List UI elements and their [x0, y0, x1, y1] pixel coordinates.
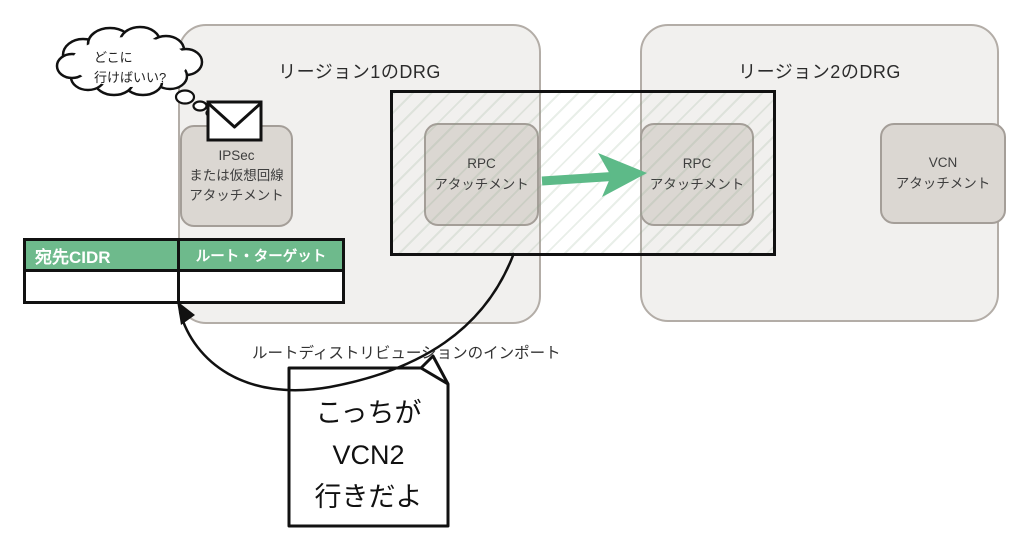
region2-title: リージョン2のDRG — [738, 62, 901, 82]
ipsec-attachment-box: IPSec または仮想回線 アタッチメント — [180, 125, 293, 227]
route-table-cell-destination — [26, 272, 180, 301]
region1-title: リージョン1のDRG — [278, 62, 441, 82]
route-distribution-import-label: ルートディストリビューションのインポート — [252, 345, 561, 362]
route-table-header-route-target: ルート・ターゲット — [180, 241, 342, 272]
vcn-attachment-box: VCN アタッチメント — [880, 123, 1006, 224]
rpc-attachment-label-region1: RPC アタッチメント — [434, 154, 529, 195]
vcn-attachment-label: VCN アタッチメント — [895, 155, 991, 191]
rpc-attachment-box-region1: RPC アタッチメント — [424, 123, 539, 226]
rpc-attachment-box-region2: RPC アタッチメント — [640, 123, 754, 226]
route-table-cell-target — [180, 272, 342, 301]
ipsec-attachment-label: IPSec または仮想回線 アタッチメント — [189, 147, 284, 204]
route-table: 宛先CIDR ルート・ターゲット — [23, 238, 345, 304]
rpc-attachment-label-region2: RPC アタッチメント — [650, 154, 745, 195]
route-table-empty-row — [26, 272, 342, 301]
peering-scope-hatched-box — [390, 90, 776, 256]
route-table-header-row: 宛先CIDR ルート・ターゲット — [26, 241, 342, 272]
thought-bubble-text: どこに 行けばいい? — [94, 50, 167, 86]
route-table-header-destination-cidr: 宛先CIDR — [26, 241, 180, 272]
note-text: こっちが VCN2 行きだよ — [314, 398, 423, 512]
